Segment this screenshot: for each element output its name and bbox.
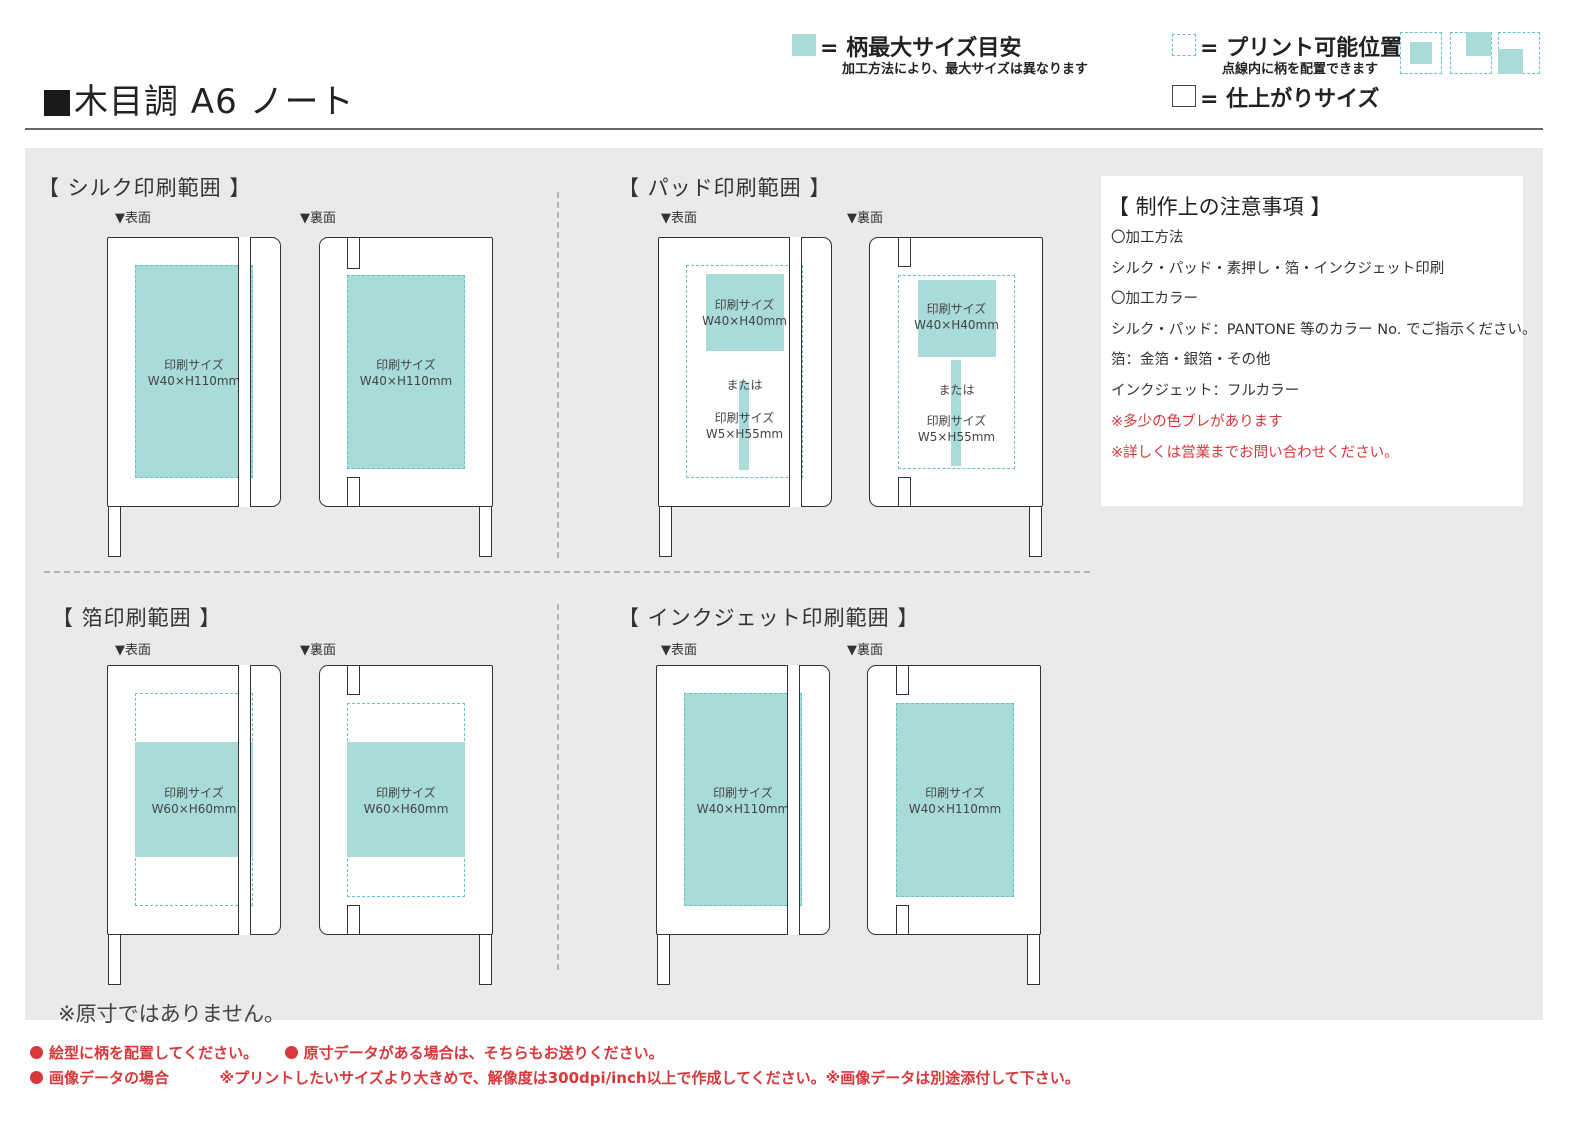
inkjet-back-print-area (896, 703, 1014, 897)
pad-back-area-square (918, 280, 996, 357)
pad-front-print-position (686, 265, 803, 478)
not-actual-size-note: ※原寸ではありません。 (58, 1002, 285, 1026)
print-size-value: W40×H40mm (702, 314, 787, 328)
notebook-ribbon-tail (1029, 505, 1042, 557)
print-size-value: W5×H55mm (917, 430, 996, 444)
print-size-label: 印刷サイズ (926, 414, 987, 428)
notes-line-inkjet: インクジェット：フルカラー (1111, 383, 1300, 399)
print-size-value: W60×H60mm (151, 802, 237, 816)
notes-warning-contact: ※詳しくは営業までお問い合わせください。 (1111, 445, 1399, 461)
or-label: または (726, 378, 763, 392)
notebook-elastic-band (787, 665, 800, 935)
band-tab-bottom (898, 477, 911, 507)
divider-vertical-top (557, 192, 559, 558)
pad-front-label: ▼表面 (661, 211, 697, 226)
inkjet-back-label: ▼裏面 (847, 643, 883, 658)
notebook-elastic-band (238, 237, 251, 507)
pad-section-title: 【 パッド印刷範囲 】 (618, 176, 832, 200)
notebook-elastic-band (238, 665, 251, 935)
notes-line-color-heading: 〇加工カラー (1111, 291, 1198, 307)
pad-front-area-strip (739, 382, 749, 470)
notebook-elastic-band (789, 237, 802, 507)
notebook-ribbon-tail (108, 933, 121, 985)
divider-vertical-bottom (557, 604, 559, 970)
band-tab-top (347, 665, 360, 695)
divider-horizontal (44, 571, 1090, 573)
footer-note-line1: 絵型に柄を配置してください。 原寸データがある場合は、そちらもお送りください。 (30, 1042, 664, 1063)
notes-line-pantone: シルク・パッド：PANTONE 等のカラー No. でご指示ください。 (1111, 322, 1537, 338)
foil-back-label: ▼裏面 (300, 643, 336, 658)
print-size-label: 印刷サイズ (714, 411, 775, 425)
header-rule (25, 128, 1543, 130)
print-size-label: 印刷サイズ (926, 302, 987, 316)
band-tab-bottom (347, 905, 360, 935)
bullet-dot-icon (30, 1046, 43, 1059)
notebook-ribbon-tail (657, 933, 670, 985)
pad-back-label: ▼裏面 (847, 211, 883, 226)
print-size-label: 印刷サイズ (376, 786, 436, 800)
notebook-ribbon-tail (479, 505, 492, 557)
footer-note-line2: 画像データの場合 ※プリントしたいサイズより大きめで、解像度は300dpi/in… (30, 1067, 1080, 1088)
print-size-value: W40×H110mm (359, 374, 453, 388)
print-size-value: W5×H55mm (705, 427, 784, 441)
inkjet-front-label: ▼表面 (661, 643, 697, 658)
band-tab-bottom (347, 477, 360, 507)
silk-front-print-area (135, 265, 253, 478)
legend-max-size-swatch (792, 34, 816, 56)
legend-print-position-label: = プリント可能位置 (1200, 36, 1403, 61)
band-tab-top (896, 665, 909, 695)
silk-section-title: 【 シルク印刷範囲 】 (38, 176, 252, 200)
silk-back-print-area (347, 275, 465, 469)
production-notes-box (1101, 176, 1523, 506)
notes-line-method-heading: 〇加工方法 (1111, 230, 1184, 246)
foil-section-title: 【 箔印刷範囲 】 (52, 606, 222, 630)
print-size-label: 印刷サイズ (164, 358, 224, 372)
notebook-ribbon-tail (108, 505, 121, 557)
notes-line-methods: シルク・パッド・素押し・箔・インクジェット印刷 (1111, 261, 1445, 277)
inkjet-section-title: 【 インクジェット印刷範囲 】 (618, 606, 920, 630)
print-size-label: 印刷サイズ (164, 786, 224, 800)
notebook-ribbon-tail (659, 505, 672, 557)
inkjet-front-print-area (684, 693, 802, 906)
bullet-dot-icon (284, 1046, 298, 1059)
notes-line-foil: 箔：金箔・銀箔・その他 (1111, 352, 1271, 368)
silk-back-label: ▼裏面 (300, 211, 336, 226)
legend-print-position-swatch (1172, 34, 1196, 56)
notebook-ribbon-tail (479, 933, 492, 985)
print-size-value: W40×H110mm (147, 374, 241, 388)
print-size-value: W40×H110mm (696, 802, 790, 816)
legend-max-size-label: = 柄最大サイズ目安 (820, 36, 1022, 61)
page-title: 木目調 A6 ノート (44, 74, 355, 123)
legend-max-size-sub: 加工方法により、最大サイズは異なります (842, 62, 1088, 77)
foil-front-print-area (135, 742, 253, 857)
print-size-value: W60×H60mm (363, 802, 449, 816)
notes-warning-color: ※多少の色ブレがあります (1111, 414, 1283, 430)
print-size-value: W40×H110mm (908, 802, 1002, 816)
band-tab-bottom (896, 905, 909, 935)
legend-placement-examples (1400, 32, 1540, 74)
bullet-dot-icon (30, 1071, 43, 1084)
notes-title: 【 制作上の注意事項 】 (1108, 195, 1332, 219)
notebook-ribbon-tail (1027, 933, 1040, 985)
foil-front-label: ▼表面 (115, 643, 151, 658)
title-square-icon (44, 90, 70, 116)
pad-back-area-strip (951, 360, 961, 466)
foil-back-print-area (347, 742, 465, 857)
or-label: または (938, 383, 975, 397)
print-size-label: 印刷サイズ (376, 358, 436, 372)
silk-front-label: ▼表面 (115, 211, 151, 226)
pad-front-area-square (706, 274, 784, 351)
print-size-label: 印刷サイズ (925, 786, 985, 800)
legend-finished-size-label: = 仕上がりサイズ (1200, 87, 1380, 112)
print-size-label: 印刷サイズ (714, 298, 775, 312)
print-size-value: W40×H40mm (914, 318, 999, 332)
band-tab-top (347, 237, 360, 269)
legend-finished-size-swatch (1172, 85, 1196, 107)
print-size-label: 印刷サイズ (713, 786, 773, 800)
band-tab-top (898, 237, 911, 267)
pad-back-print-position (898, 275, 1015, 469)
legend-print-position-sub: 点線内に柄を配置できます (1222, 62, 1379, 77)
